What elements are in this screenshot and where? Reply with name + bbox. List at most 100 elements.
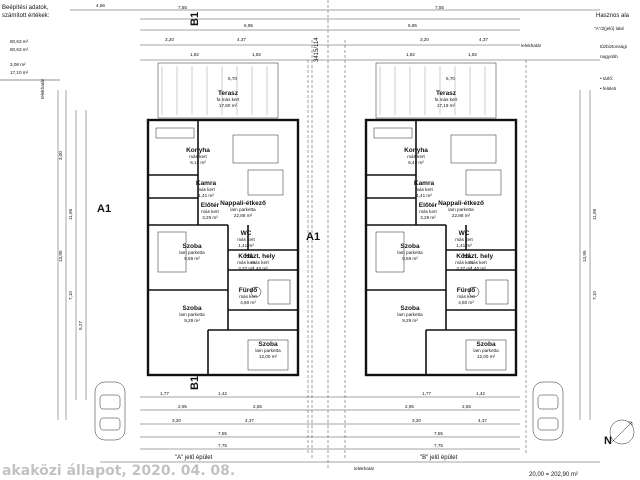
unit-footer-b: "B" jelű épület (420, 455, 458, 461)
dim-label: 7,75 (434, 443, 443, 448)
room-name-kamra: Kamra (196, 180, 217, 187)
dim-label: 7,10 (592, 291, 597, 300)
dim-label: 11,95 (68, 208, 73, 220)
room-name-terasz: Terasz (218, 90, 239, 97)
dim-label: 3,00 (58, 151, 63, 160)
room-floor-szoba2: lam parketta (179, 312, 205, 317)
car-icon (94, 381, 126, 441)
room-name-hazt: Házt. hely (463, 253, 494, 260)
terrace-outline (375, 62, 497, 119)
room-name-szoba3: Szoba (476, 341, 496, 348)
dim-label: 7,55 (435, 5, 444, 10)
telekhatar-label: telekhatár (354, 466, 375, 471)
room-name-hazt: Házt. hely (245, 253, 276, 260)
room-floor-furdo: más kert (457, 294, 475, 299)
dim-label: 1,42 (218, 391, 227, 396)
left-legend-line: 17,10 m² (10, 70, 29, 75)
dim-label: 7,10 (68, 291, 73, 300)
room-name-nappali: Nappali-étkező (220, 200, 266, 207)
room-floor-eloter: más kert (419, 209, 437, 214)
room-name-konyha: Konyha (404, 147, 428, 154)
dim-label: 5,27 (78, 321, 83, 330)
room-name-szoba3: Szoba (258, 341, 278, 348)
room-name-wc: WC (241, 230, 252, 237)
dim-label: 2,55 (462, 404, 471, 409)
sofa (247, 169, 284, 196)
dim-label: 13,95 (58, 250, 63, 262)
dim-label: 4,37 (478, 418, 487, 423)
bathtub (267, 279, 291, 305)
room-name-nappali: Nappali-étkező (438, 200, 484, 207)
right-legend-line: • tárlő: (600, 76, 613, 81)
dim-label: 11,95 (592, 208, 597, 220)
room-area-eloter: 3,29 m² (202, 215, 218, 220)
room-area-hazt: 1,40 m² (470, 266, 486, 271)
kitchen-counter (155, 127, 195, 139)
right-legend-title: Hasznos ala (596, 13, 630, 19)
bed (247, 339, 289, 371)
left-legend-line: 3,08 m² (10, 62, 26, 67)
dim-label: 5,70 (446, 76, 455, 81)
scale-note: 20,00 = 202,90 m² (529, 472, 578, 478)
outer-wall (146, 118, 300, 377)
dining-table (450, 134, 497, 164)
room-area-hazt: 1,40 m² (252, 266, 268, 271)
room-name-furdo: Fürdő (239, 287, 257, 294)
dim-label: 4,66 (96, 3, 105, 8)
room-area-nappali: 22,88 m² (452, 213, 471, 218)
right-legend-line: nagyobb (600, 54, 618, 59)
room-floor-nappali: lam parketta (230, 207, 256, 212)
room-area-terasz: 17,19 m² (437, 103, 456, 108)
bed (465, 339, 507, 371)
room-floor-szoba3: lam parketta (473, 348, 499, 353)
sink (468, 286, 480, 298)
dining-table (232, 134, 279, 164)
room-area-szoba2: 9,29 m² (184, 318, 200, 323)
room-area-konyha: 6,42 m² (408, 160, 424, 165)
right-legend-line: "A"/2(jelű) laké (594, 26, 625, 31)
room-name-szoba2: Szoba (400, 305, 420, 312)
room-area-konyha: 6,12 m² (190, 160, 206, 165)
section-marker: B1 (189, 12, 201, 26)
right-legend: Hasznos ala "A"/2(jelű) laké tűzbiztonsá… (594, 13, 630, 91)
dim-label: 7,55 (178, 5, 187, 10)
dim-label: 7,75 (218, 443, 227, 448)
room-name-eloter: Előtér (419, 202, 438, 209)
room-floor-konyha: más kert (407, 154, 425, 159)
right-legend-line: tűzbiztonsági (600, 44, 627, 49)
section-marker: A1 (97, 203, 111, 215)
left-legend-title-2: számított értékek: (2, 13, 50, 19)
telekhatar-label: telekhatár (521, 43, 542, 48)
room-area-furdo: 4,80 m² (240, 300, 256, 305)
room-name-wc: WC (459, 230, 470, 237)
room-floor-szoba3: lam parketta (255, 348, 281, 353)
room-floor-hazt: más kert (251, 260, 269, 265)
sink (250, 286, 262, 298)
room-area-kamra: 1,41 m² (198, 193, 214, 198)
room-floor-wc: más kert (237, 237, 255, 242)
room-floor-kamra: más kert (415, 187, 433, 192)
room-name-szoba1: Szoba (400, 243, 420, 250)
left-legend-title-1: Beépítési adatok, (2, 5, 49, 11)
dim-label: 7,55 (434, 431, 443, 436)
section-marker: A1 (306, 231, 320, 243)
dim-label: 3,20 (172, 418, 181, 423)
room-area-szoba3: 12,00 m² (477, 354, 496, 359)
dim-label: 1,82 (406, 52, 415, 57)
room-area-szoba2: 9,29 m² (402, 318, 418, 323)
dim-label: 3,20 (165, 37, 174, 42)
dim-label: 4,37 (479, 37, 488, 42)
room-area-kozl: 3,37 m² (238, 266, 254, 271)
room-floor-szoba1: lam parketta (179, 250, 205, 255)
dim-label: 7,55 (218, 431, 227, 436)
car-icon (532, 381, 564, 441)
parcel-number: 3415/114 (314, 37, 320, 62)
room-area-szoba3: 12,00 m² (259, 354, 278, 359)
kitchen-counter (373, 127, 413, 139)
room-name-szoba2: Szoba (182, 305, 202, 312)
unit-footer-a: "A" jelű épület (175, 455, 213, 461)
room-area-kamra: 1,41 m² (416, 193, 432, 198)
